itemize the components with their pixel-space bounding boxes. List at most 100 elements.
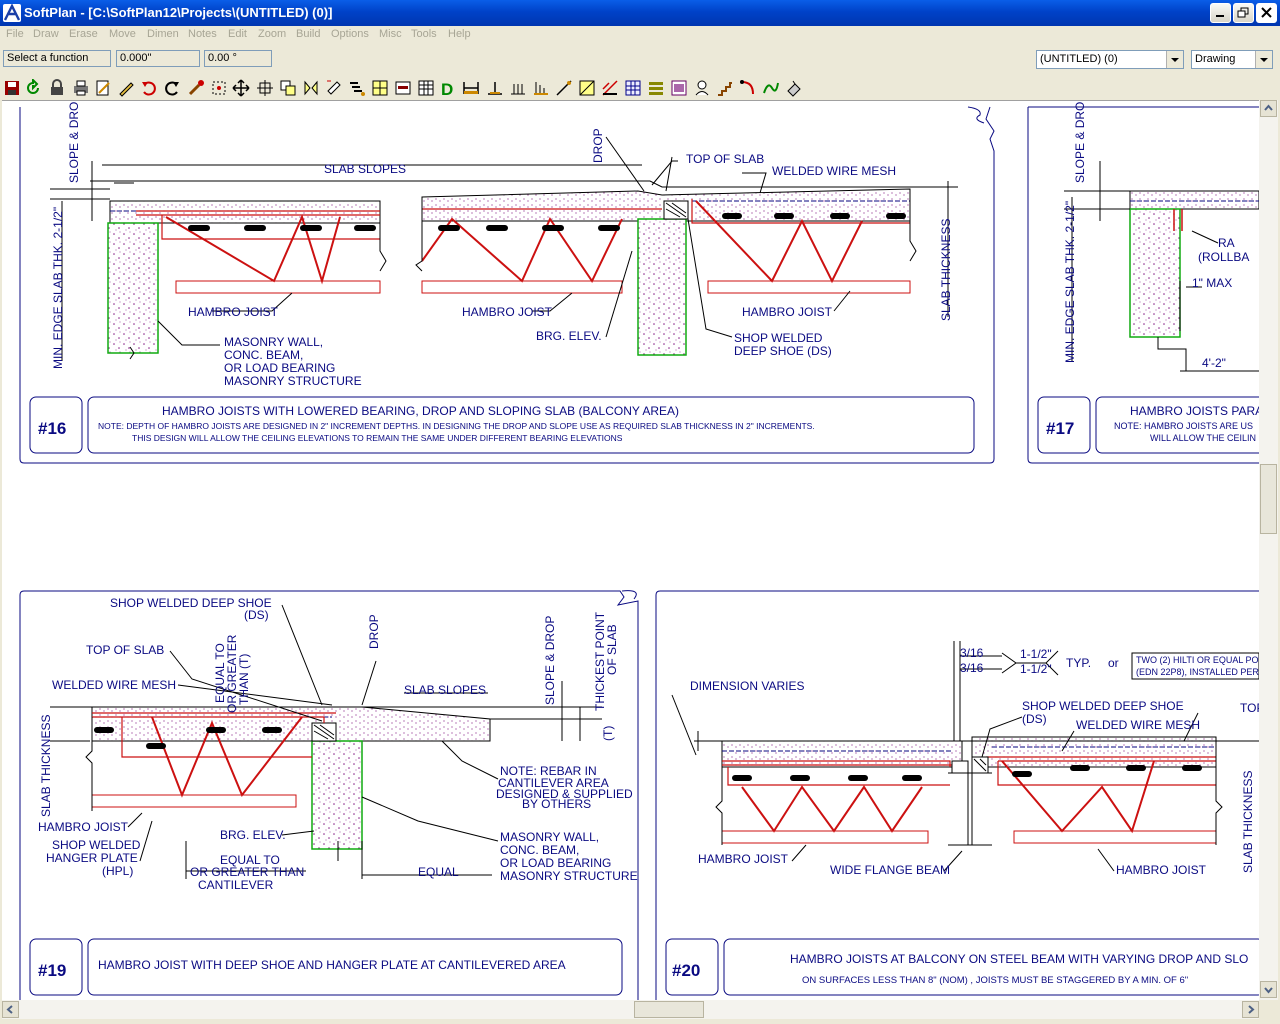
vertical-scrollbar[interactable] xyxy=(1259,100,1278,1000)
dim-baseline-icon[interactable] xyxy=(532,79,550,97)
redo-icon[interactable] xyxy=(163,79,181,97)
lock-icon[interactable] xyxy=(48,79,66,97)
scroll-left-button[interactable] xyxy=(2,1001,19,1018)
detail-17: SLOPE & DROP MIN. EDGE SLAB THK. 2-1/2" … xyxy=(1027,101,1259,464)
d19-top-of-slab-label: TOP OF SLAB xyxy=(86,643,164,657)
d19-wall-line2: CONC. BEAM, xyxy=(500,843,579,857)
d16-shop-welded-label: SHOP WELDED xyxy=(734,331,823,345)
d17-ra-label: RA xyxy=(1218,236,1235,250)
d16-wwm-label: WELDED WIRE MESH xyxy=(772,164,896,178)
d16-drop-label: DROP xyxy=(591,128,605,163)
menu-help[interactable]: Help xyxy=(448,28,471,40)
scroll-right-button[interactable] xyxy=(1242,1001,1259,1018)
dimension-d-icon[interactable]: D xyxy=(439,79,457,97)
drawing-file-select[interactable]: (UNTITLED) (0) xyxy=(1036,50,1184,69)
brush-icon[interactable] xyxy=(187,79,205,97)
dim-vertical-icon[interactable] xyxy=(486,79,504,97)
chevron-down-icon[interactable] xyxy=(1255,51,1272,68)
user-icon[interactable] xyxy=(693,79,711,97)
menu-erase[interactable]: Erase xyxy=(69,28,98,40)
status-fields-bar: Select a function 0.000" 0.00 ° (UNTITLE… xyxy=(0,46,1280,72)
copy-icon[interactable] xyxy=(279,79,297,97)
close-button[interactable] xyxy=(1256,3,1277,23)
d19-rebar-line1: NOTE: REBAR IN xyxy=(500,764,597,778)
redraw-icon[interactable] xyxy=(24,79,42,97)
d17-min-edge-label: MIN. EDGE SLAB THK. 2-1/2" xyxy=(1063,201,1077,363)
library-icon[interactable] xyxy=(670,79,688,97)
vertical-scroll-thumb[interactable] xyxy=(1260,464,1277,534)
angle-field[interactable]: 0.00 ° xyxy=(204,50,272,67)
scroll-up-button[interactable] xyxy=(1260,100,1277,117)
dim-chain-icon[interactable] xyxy=(509,79,527,97)
distance-field[interactable]: 0.000" xyxy=(116,50,200,67)
select-icon[interactable] xyxy=(210,79,228,97)
rotate-icon[interactable] xyxy=(325,79,343,97)
d19-thickest-line1: THICKEST POINT xyxy=(593,611,607,711)
menu-draw[interactable]: Draw xyxy=(33,28,59,40)
d16-deep-shoe-label: DEEP SHOE (DS) xyxy=(734,344,832,358)
menu-dimen[interactable]: Dimen xyxy=(147,28,179,40)
d20-hambro-joist-left: HAMBRO JOIST xyxy=(698,852,789,866)
d19-title: HAMBRO JOIST WITH DEEP SHOE AND HANGER P… xyxy=(98,958,566,972)
move-icon[interactable] xyxy=(232,79,250,97)
chevron-down-icon[interactable] xyxy=(1166,51,1183,68)
scroll-down-button[interactable] xyxy=(1260,981,1277,998)
hatch-tool-icon[interactable] xyxy=(601,79,619,97)
print-icon[interactable] xyxy=(72,79,90,97)
mirror-icon[interactable] xyxy=(302,79,320,97)
d16-note-line1: NOTE: DEPTH OF HAMBRO JOISTS ARE DESIGNE… xyxy=(98,421,815,431)
d19-wwm-label: WELDED WIRE MESH xyxy=(52,678,176,692)
view-mode-value: Drawing xyxy=(1195,53,1236,65)
drawing-canvas[interactable]: SLOPE & DROP MIN. EDGE SLAB THK. 2-1/2" … xyxy=(2,100,1259,1001)
view-mode-select[interactable]: Drawing xyxy=(1191,50,1273,69)
box-tool-icon[interactable] xyxy=(578,79,596,97)
layers-icon[interactable] xyxy=(647,79,665,97)
detail-20: 3/16 3/16 1-1/2" 1-1/2" TYP. or TWO (2) … xyxy=(655,590,1259,1001)
d19-equal-label: EQUAL xyxy=(418,865,459,879)
curve-tool-icon[interactable] xyxy=(762,79,780,97)
line-tool-icon[interactable] xyxy=(555,79,573,97)
menu-move[interactable]: Move xyxy=(109,28,136,40)
d16-slope-drop-label: SLOPE & DROP xyxy=(67,101,81,183)
restore-button[interactable] xyxy=(1233,3,1254,23)
gridlines-icon[interactable] xyxy=(624,79,642,97)
menu-notes[interactable]: Notes xyxy=(188,28,217,40)
title-bar: SoftPlan - [C:\SoftPlan12\Projects\(UNTI… xyxy=(0,0,1280,26)
stairs-icon[interactable] xyxy=(716,79,734,97)
menu-bar: File Draw Erase Move Dimen Notes Edit Zo… xyxy=(0,26,1280,44)
menu-build[interactable]: Build xyxy=(296,28,321,40)
save-icon[interactable] xyxy=(3,79,21,97)
chevron-down-icon xyxy=(1264,987,1273,994)
d19-slope-drop-label: SLOPE & DROP xyxy=(543,616,557,705)
minimize-button[interactable] xyxy=(1210,3,1231,23)
menu-options[interactable]: Options xyxy=(331,28,369,40)
d19-shop-welded-deep-shoe-label: SHOP WELDED DEEP SHOE xyxy=(110,596,272,610)
stretch-icon[interactable] xyxy=(256,79,274,97)
d19-wall-line1: MASONRY WALL, xyxy=(500,830,599,844)
dim-horizontal-icon[interactable] xyxy=(462,79,480,97)
edit-sheet-icon[interactable] xyxy=(94,79,112,97)
table-icon[interactable] xyxy=(417,79,435,97)
d19-hpl-line2: HANGER PLATE xyxy=(46,851,138,865)
menu-misc[interactable]: Misc xyxy=(379,28,402,40)
arc-tool-icon[interactable] xyxy=(739,79,757,97)
eraser-icon[interactable] xyxy=(785,79,803,97)
pencil-icon[interactable] xyxy=(117,79,135,97)
window-icon[interactable] xyxy=(394,79,412,97)
d20-detail-number: #20 xyxy=(672,961,700,980)
undo-icon[interactable] xyxy=(140,79,158,97)
menu-zoom[interactable]: Zoom xyxy=(258,28,287,40)
d20-dimension-varies-label: DIMENSION VARIES xyxy=(690,679,804,693)
menu-file[interactable]: File xyxy=(6,28,24,40)
horizontal-scrollbar[interactable] xyxy=(2,1000,1259,1019)
drawing-sheet[interactable]: SLOPE & DROP MIN. EDGE SLAB THK. 2-1/2" … xyxy=(2,101,1259,1001)
d20-hilti-line2: (EDN 22P8), INSTALLED PER xyxy=(1136,667,1259,677)
menu-edit[interactable]: Edit xyxy=(228,28,247,40)
d19-t-label: (T) xyxy=(601,726,615,741)
grid-icon[interactable] xyxy=(371,79,389,97)
array-icon[interactable] xyxy=(348,79,366,97)
horizontal-scroll-thumb[interactable] xyxy=(634,1001,704,1018)
d20-weld-a: 3/16 xyxy=(960,646,984,660)
drawing-file-value: (UNTITLED) (0) xyxy=(1040,53,1118,65)
menu-tools[interactable]: Tools xyxy=(411,28,437,40)
